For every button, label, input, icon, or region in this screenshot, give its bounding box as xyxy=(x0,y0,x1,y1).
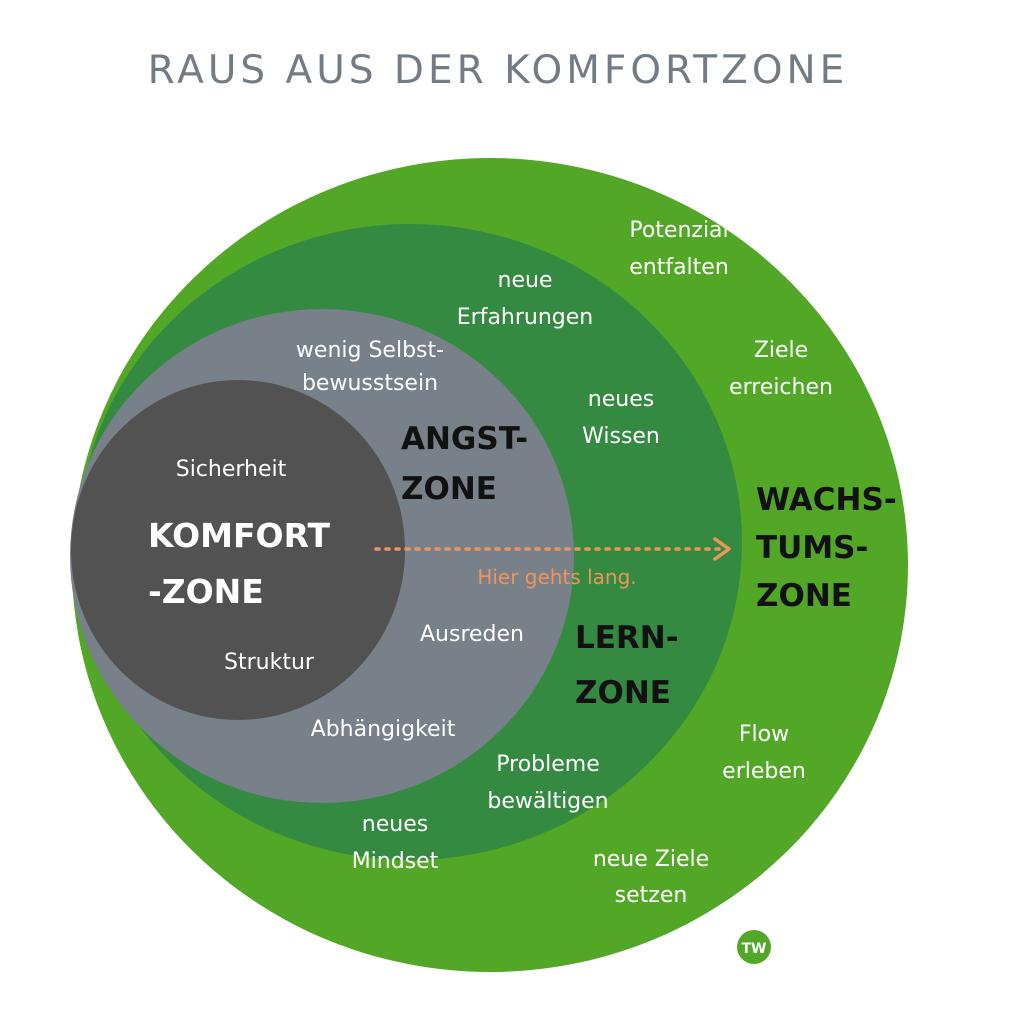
wachstum-item-potenzial-line2: entfalten xyxy=(629,255,729,280)
lern-item-mindset-line1: neues xyxy=(362,812,428,837)
wachstum-zone-label-line3: ZONE xyxy=(756,578,852,614)
angst-item-selbst-line2: bewusstsein xyxy=(302,371,438,396)
angst-zone-label-line1: ANGST- xyxy=(401,421,528,457)
lern-item-probleme-line1: Probleme xyxy=(496,752,599,777)
page-title: RAUS AUS DER KOMFORTZONE xyxy=(148,48,849,93)
direction-arrow xyxy=(374,537,731,561)
komfort-item-struktur: Struktur xyxy=(224,650,315,675)
wachstum-item-ziele-line1: Ziele xyxy=(754,338,808,363)
angst-zone-label-line2: ZONE xyxy=(401,471,497,507)
lern-item-erfahrungen-line2: Erfahrungen xyxy=(457,305,594,330)
lern-item-wissen-line2: Wissen xyxy=(582,424,660,449)
komfortzone-circle xyxy=(71,380,405,720)
wachstum-item-neue-ziele-line1: neue Ziele xyxy=(593,847,709,872)
lern-zone-label-line2: ZONE xyxy=(575,675,671,711)
angst-item-selbst-line1: wenig Selbst- xyxy=(296,338,444,363)
lern-zone-label-line1: LERN- xyxy=(575,620,679,656)
lern-item-mindset-line2: Mindset xyxy=(352,849,439,874)
arrow-head-icon xyxy=(713,537,731,561)
lern-item-wissen-line1: neues xyxy=(588,387,654,412)
wachstum-item-ziele-line2: erreichen xyxy=(729,375,833,400)
tw-logo-icon: TW xyxy=(737,930,771,964)
komfort-zone-label-line2: -ZONE xyxy=(148,572,264,611)
komfort-zone-label-line1: KOMFORT xyxy=(148,516,331,555)
komfort-item-sicherheit: Sicherheit xyxy=(176,457,287,482)
wachstum-zone-label-line1: WACHS- xyxy=(756,482,897,518)
tw-logo-glyph: TW xyxy=(742,941,767,957)
angst-item-ausreden: Ausreden xyxy=(420,622,524,647)
wachstum-item-neue-ziele-line2: setzen xyxy=(615,883,688,908)
wachstum-item-flow-line1: Flow xyxy=(739,722,789,747)
arrow-label: Hier gehts lang. xyxy=(477,565,636,589)
angst-item-abhaengigkeit: Abhängigkeit xyxy=(311,717,456,742)
wachstum-item-flow-line2: erleben xyxy=(722,759,806,784)
wachstum-item-potenzial-line1: Potenzial xyxy=(629,218,728,243)
lern-item-probleme-line2: bewältigen xyxy=(487,789,608,814)
lern-item-erfahrungen-line1: neue xyxy=(498,268,553,293)
wachstum-zone-label-line2: TUMS- xyxy=(756,530,868,566)
